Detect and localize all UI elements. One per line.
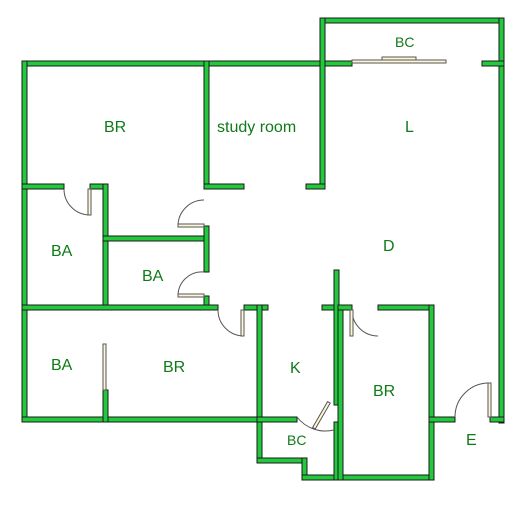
door-bedroom-se bbox=[351, 309, 379, 337]
wall-south-east-a bbox=[428, 416, 456, 423]
label-bath-3: BA bbox=[51, 357, 73, 374]
door-study bbox=[177, 199, 205, 227]
wall-balcony-left bbox=[319, 17, 326, 189]
label-bedroom-sw: BR bbox=[163, 359, 185, 376]
door-bedroom-nw-leaf bbox=[87, 188, 92, 216]
windows bbox=[102, 56, 447, 391]
door-bath2 bbox=[177, 271, 205, 297]
label-bedroom-se: BR bbox=[373, 383, 395, 400]
wall-kitchen-west bbox=[256, 304, 263, 464]
wall-bath-dividers-b bbox=[243, 304, 269, 311]
label-living: L bbox=[405, 119, 414, 136]
wall-north-west bbox=[21, 60, 353, 67]
label-entrance: E bbox=[466, 432, 477, 449]
doors bbox=[63, 188, 492, 432]
wall-study-south-a bbox=[203, 183, 245, 190]
wall-kitchen-partition bbox=[256, 416, 298, 423]
wall-inner-column-bottom bbox=[102, 389, 109, 423]
wall-study-west bbox=[203, 60, 210, 190]
wall-north-east bbox=[481, 60, 505, 67]
wall-kitchen-east bbox=[337, 304, 344, 481]
label-bath-1: BA bbox=[51, 243, 73, 260]
wall-inner-column-top bbox=[102, 183, 109, 311]
wall-south-west bbox=[21, 416, 263, 423]
wall-balcony-top bbox=[319, 17, 505, 24]
wall-bath2-top bbox=[102, 235, 210, 242]
door-entrance bbox=[454, 382, 491, 418]
label-bedroom-nw: BR bbox=[104, 119, 126, 136]
label-kitchen: K bbox=[290, 360, 301, 377]
label-balcony-small: BC bbox=[287, 432, 306, 448]
wall-south-east-b bbox=[489, 416, 505, 423]
door-entrance-leaf bbox=[487, 382, 492, 418]
wall-study-south-b bbox=[305, 183, 326, 190]
wall-bedroom-se-east bbox=[428, 304, 435, 481]
room-labels: BR study room L BC BA BA BA D BR K BR BC… bbox=[51, 34, 477, 449]
wall-bedroom-se-top-a bbox=[337, 304, 353, 311]
wall-east bbox=[498, 17, 505, 424]
label-dining: D bbox=[383, 238, 395, 255]
door-bedroom-se-leaf bbox=[349, 309, 354, 337]
door-bath2-leaf bbox=[177, 293, 205, 298]
window-bath bbox=[102, 343, 107, 391]
door-balcony-small-leaf bbox=[311, 400, 331, 430]
door-bedroom-sw-leaf bbox=[240, 309, 245, 337]
label-balcony-top: BC bbox=[395, 34, 414, 50]
wall-west bbox=[21, 60, 28, 423]
label-study-room: study room bbox=[217, 119, 296, 136]
door-study-leaf bbox=[177, 223, 205, 228]
door-balcony-small bbox=[296, 416, 335, 432]
wall-bedroom-south-a bbox=[21, 183, 65, 190]
wall-bath-dividers bbox=[21, 304, 219, 311]
walls bbox=[21, 17, 505, 481]
wall-bedroom-se-top-b bbox=[377, 304, 435, 311]
window-balcony-inner bbox=[381, 56, 417, 61]
door-bedroom-sw bbox=[217, 309, 245, 337]
wall-bath2-east-a bbox=[203, 225, 210, 273]
wall-kitchen-bottom bbox=[301, 474, 435, 481]
label-bath-2: BA bbox=[142, 268, 164, 285]
wall-kitchen-south bbox=[256, 457, 308, 464]
door-bedroom-nw bbox=[63, 188, 91, 216]
